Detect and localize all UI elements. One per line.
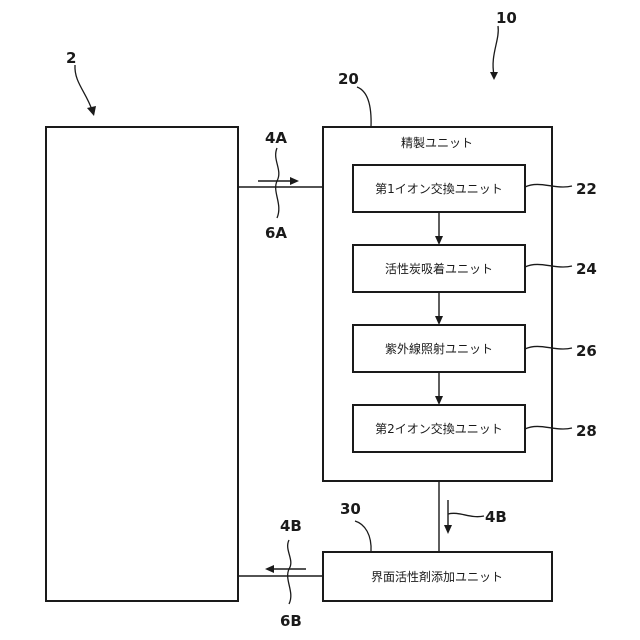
ref-4b-down: 4B [485, 508, 507, 526]
ion-exchange-1-label: 第1イオン交換ユニット [375, 181, 503, 196]
activated-carbon-label: 活性炭吸着ユニット [385, 261, 493, 276]
direction-arrowhead-4a [290, 177, 299, 185]
ref-26: 26 [576, 342, 597, 360]
ref-28: 28 [576, 422, 597, 440]
ref-20: 20 [338, 70, 359, 88]
leader-20 [357, 87, 371, 127]
left-unit-block [46, 127, 238, 601]
ref-22: 22 [576, 180, 597, 198]
leader-10 [493, 26, 498, 75]
leader-arrowhead-10 [490, 72, 498, 80]
surfactant-unit-label: 界面活性剤添加ユニット [371, 569, 503, 584]
ref-2: 2 [66, 49, 76, 67]
ion-exchange-2-label: 第2イオン交換ユニット [375, 421, 503, 436]
ref-6a: 6A [265, 224, 287, 242]
ref-10: 10 [496, 9, 517, 27]
leader-2 [75, 65, 92, 110]
direction-arrowhead-4b-left [265, 565, 274, 573]
uv-irradiation-label: 紫外線照射ユニット [385, 341, 493, 356]
leader-4a-6a [276, 148, 279, 218]
leader-arrowhead-2 [87, 106, 96, 116]
leader-30 [355, 521, 371, 552]
purification-unit-label: 精製ユニット [401, 136, 473, 150]
ref-30: 30 [340, 500, 361, 518]
ref-24: 24 [576, 260, 597, 278]
ref-4a: 4A [265, 129, 287, 147]
leader-4b-down [448, 513, 484, 516]
ref-4b-left: 4B [280, 517, 302, 535]
ref-6b: 6B [280, 612, 302, 630]
leader-4b-6b [288, 540, 291, 604]
direction-arrowhead-4b-down [444, 525, 452, 534]
